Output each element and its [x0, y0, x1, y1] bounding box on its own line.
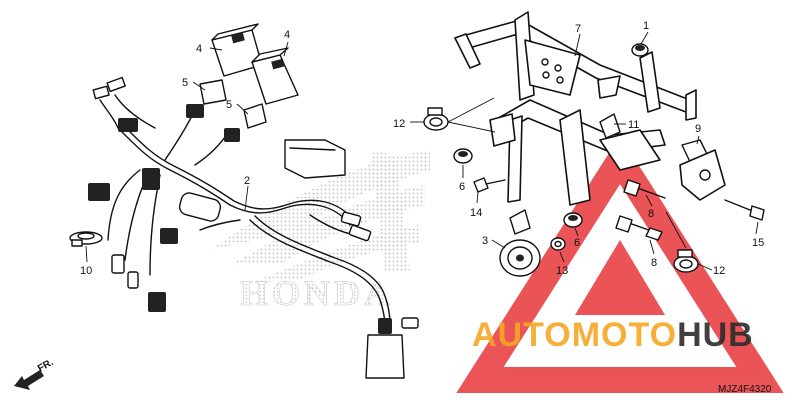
- part-5-socket-left: [186, 79, 227, 118]
- callout-5-left: 5: [182, 77, 188, 89]
- callout-10: 10: [80, 265, 92, 277]
- part-12-clamp-upper: [423, 107, 449, 131]
- brand-part-automoto: AUTOMOTO: [472, 316, 677, 354]
- callout-13: 13: [556, 265, 568, 277]
- callout-8-lower: 8: [651, 257, 657, 269]
- callout-numbers: 4 4 5 5 2 10 1 7 12 11 9 6 14 3 6 8 8 12…: [80, 20, 764, 277]
- part-14-bolt: [473, 177, 506, 193]
- callout-3: 3: [482, 235, 488, 247]
- part-8-bolt-upper: [623, 179, 666, 199]
- part-8-bolt-lower: [615, 215, 663, 241]
- part-9-collar: [679, 139, 726, 201]
- svg-text:AUTOMOTOHUB: AUTOMOTOHUB: [472, 316, 754, 354]
- callout-11: 11: [628, 119, 639, 131]
- part-4-relay-right: [251, 47, 299, 105]
- callout-6-upper: 6: [459, 181, 465, 193]
- part-12-clamp-lower: [673, 249, 699, 273]
- callout-5-right: 5: [226, 99, 232, 111]
- part-4-relay-left: [211, 23, 263, 77]
- part-6-mount-lower: [563, 212, 583, 228]
- part-1-grommet: [631, 43, 649, 57]
- callout-9: 9: [695, 123, 701, 135]
- callout-6-lower: 6: [574, 237, 580, 249]
- callout-7: 7: [575, 23, 581, 35]
- automotohub-brand-watermark: AUTOMOTOHUB: [472, 316, 754, 354]
- part-15-bolt: [724, 199, 765, 221]
- wire-harness-assembly: [88, 76, 419, 379]
- part-7-stay-frame: [454, 11, 697, 206]
- leader-lines: [85, 31, 759, 271]
- front-direction-label: FR.: [36, 357, 56, 375]
- callout-1: 1: [643, 20, 649, 32]
- callout-15: 15: [752, 237, 764, 249]
- front-direction-indicator: FR.: [14, 357, 56, 390]
- honda-watermark-text: HONDA: [240, 273, 394, 313]
- part-11-clip: [599, 113, 621, 139]
- callout-8-upper: 8: [648, 208, 654, 220]
- callout-12-lower: 12: [713, 265, 725, 277]
- callout-12-upper: 12: [393, 118, 405, 130]
- part-10-wire-clip: [69, 231, 103, 247]
- callout-4-left: 4: [196, 43, 202, 55]
- part-5-socket-right: [224, 103, 267, 142]
- callout-2: 2: [244, 175, 250, 187]
- part-6-mount-upper: [453, 148, 473, 164]
- callout-4-right: 4: [284, 29, 290, 41]
- part-13-nut: [550, 237, 566, 251]
- brand-part-hub: HUB: [677, 316, 754, 354]
- part-3-horn: [499, 209, 541, 277]
- callout-14: 14: [470, 207, 482, 219]
- diagram-code: MJZ4F4320: [718, 384, 772, 395]
